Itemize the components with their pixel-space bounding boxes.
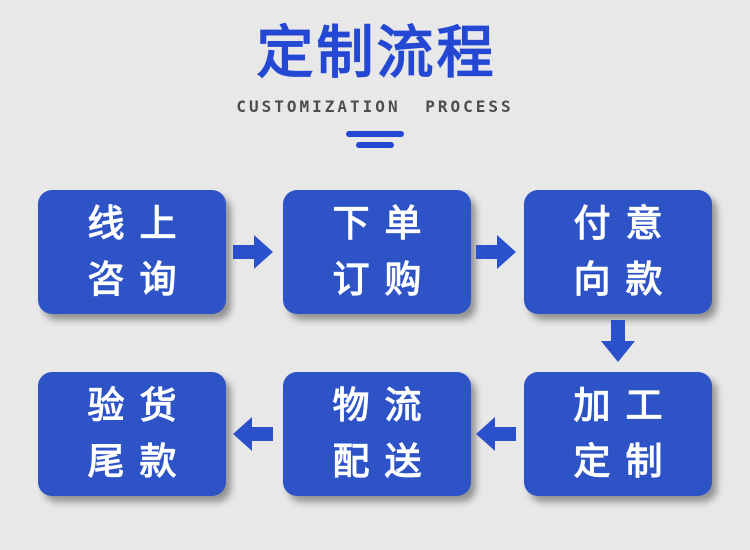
step-box-processing-customization: 加工 定制 — [524, 372, 712, 496]
step-box-pay-deposit: 付意 向款 — [524, 190, 712, 314]
step-box-online-consult: 线上 咨询 — [38, 190, 226, 314]
step-label-line: 配送 — [332, 441, 437, 482]
step-label-line: 咨询 — [87, 259, 192, 300]
arrow-right-icon — [233, 234, 273, 270]
arrow-right-icon — [476, 234, 516, 270]
step-label-line: 下单 — [332, 203, 437, 244]
step-label-line: 订购 — [332, 259, 437, 300]
step-label-line: 线上 — [87, 203, 192, 244]
step-label-line: 物流 — [332, 385, 437, 426]
page-title: 定制流程 — [256, 21, 497, 85]
step-label-line: 验货 — [87, 385, 192, 426]
arrow-left-icon — [476, 416, 516, 452]
arrow-left-icon — [233, 416, 273, 452]
header: 定制流程 CUSTOMIZATION PROCESS — [0, 22, 750, 148]
step-box-place-order: 下单 订购 — [283, 190, 471, 314]
step-label-line: 付意 — [573, 203, 678, 244]
step-box-logistics-delivery: 物流 配送 — [283, 372, 471, 496]
step-label-line: 向款 — [573, 259, 678, 300]
divider-line-short — [356, 142, 394, 148]
step-label-line: 定制 — [573, 441, 678, 482]
step-label-line: 加工 — [573, 385, 678, 426]
page-subtitle: CUSTOMIZATION PROCESS — [236, 97, 514, 116]
step-box-inspect-final-payment: 验货 尾款 — [38, 372, 226, 496]
arrow-down-icon — [600, 320, 636, 362]
divider-line-long — [346, 131, 404, 137]
step-label-line: 尾款 — [87, 441, 192, 482]
title-divider — [0, 131, 750, 148]
